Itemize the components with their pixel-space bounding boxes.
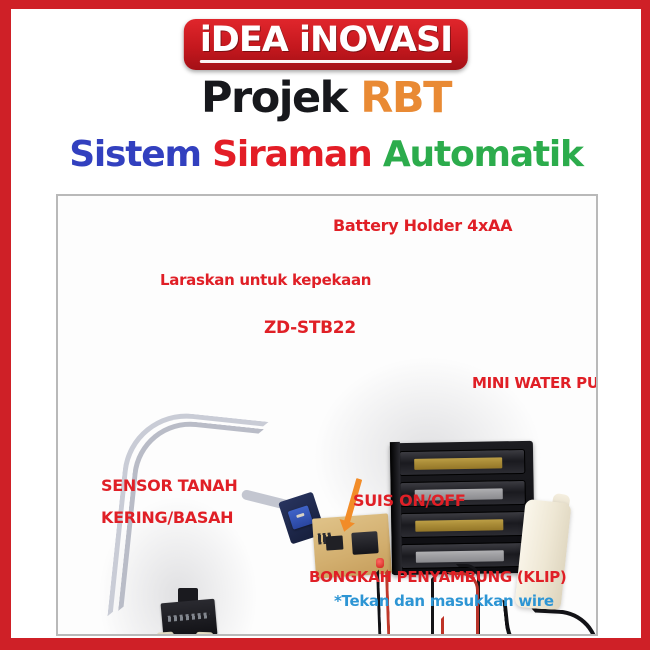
label-soil-sensor-line2: KERING/BASAH bbox=[101, 508, 234, 527]
soil-sensor-pcb-head bbox=[160, 598, 218, 634]
relay-board-chip-small bbox=[325, 535, 344, 551]
label-connector-clip: BONGKAH PENYAMBUNG (KLIP) bbox=[309, 568, 567, 586]
soil-sensor-pin-header bbox=[178, 588, 198, 603]
label-water-pump: MINI WATER PUMP bbox=[472, 374, 598, 392]
label-battery-holder: Battery Holder 4xAA bbox=[333, 216, 513, 235]
frame-border-top bbox=[0, 0, 650, 9]
brand-logo-text: iDEA iNOVASI bbox=[199, 20, 453, 60]
relay-board-led-icon bbox=[376, 558, 384, 568]
frame-border-left bbox=[0, 0, 11, 650]
page-title-word-rbt: RBT bbox=[360, 73, 452, 123]
page-title-word-projek: Projek bbox=[201, 73, 348, 123]
project-photo-image: Battery Holder 4xAA Laraskan untuk kepek… bbox=[58, 196, 596, 634]
battery-cell bbox=[400, 510, 527, 539]
frame-border-bottom bbox=[0, 638, 650, 650]
wire-red-main bbox=[390, 616, 444, 634]
relay-board-transistor bbox=[351, 531, 379, 555]
project-photo-panel: Battery Holder 4xAA Laraskan untuk kepek… bbox=[56, 194, 598, 636]
label-potentiometer: Laraskan untuk kepekaan bbox=[160, 271, 372, 289]
subtitle-word-siraman: Siraman bbox=[212, 134, 373, 175]
label-soil-sensor-line1: SENSOR TANAH bbox=[101, 476, 238, 495]
label-power-switch: SUIS ON/OFF bbox=[353, 491, 466, 510]
poster-header: iDEA iNOVASI Projek RBT Sistem Siraman A… bbox=[11, 9, 641, 194]
wire-black-main bbox=[358, 576, 434, 634]
label-relay-board: ZD-STB22 bbox=[264, 318, 356, 338]
subtitle-word-automatik: Automatik bbox=[382, 134, 584, 175]
page-subtitle: Sistem Siraman Automatik bbox=[11, 137, 641, 173]
brand-logo-badge: iDEA iNOVASI bbox=[183, 19, 469, 70]
subtitle-word-sistem: Sistem bbox=[69, 134, 202, 175]
brand-logo-underline bbox=[199, 60, 453, 63]
battery-cell bbox=[398, 448, 526, 477]
wire-red-battery bbox=[447, 572, 479, 634]
frame-border-right bbox=[641, 0, 650, 650]
label-connector-note: *Tekan dan masukkan wire bbox=[334, 592, 554, 610]
page-title: Projek RBT bbox=[11, 77, 641, 120]
